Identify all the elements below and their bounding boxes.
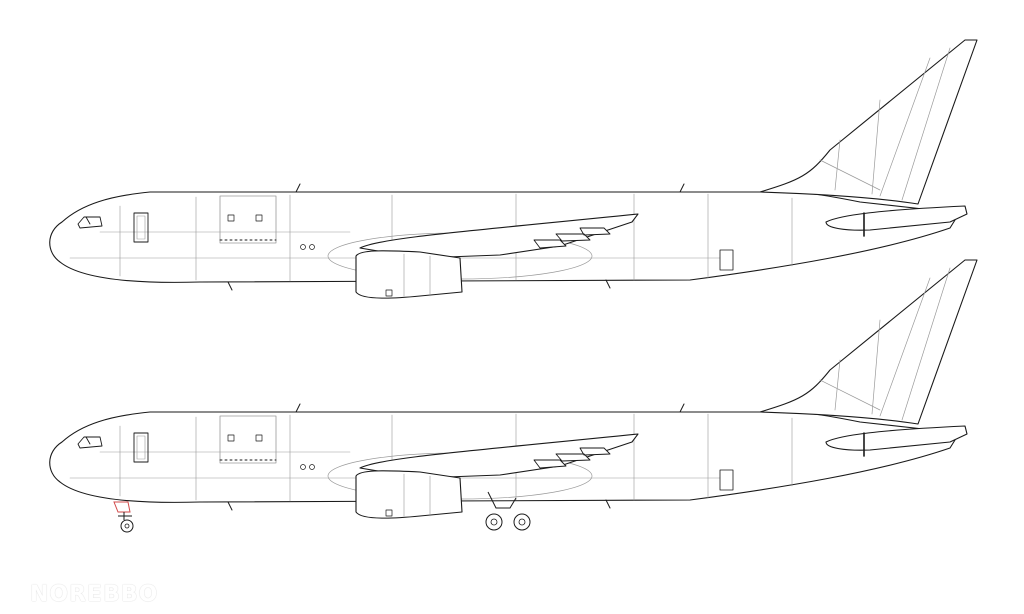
view-gear-up	[48, 39, 978, 299]
main-wheel-1	[485, 513, 503, 531]
nose-wheel	[120, 519, 134, 533]
view-gear-down	[48, 259, 978, 533]
landing-gear-extended	[113, 491, 531, 533]
main-gear-strut	[487, 491, 517, 509]
main-wheel-2	[513, 513, 531, 531]
watermark-logo: NOREBBO	[30, 582, 159, 607]
